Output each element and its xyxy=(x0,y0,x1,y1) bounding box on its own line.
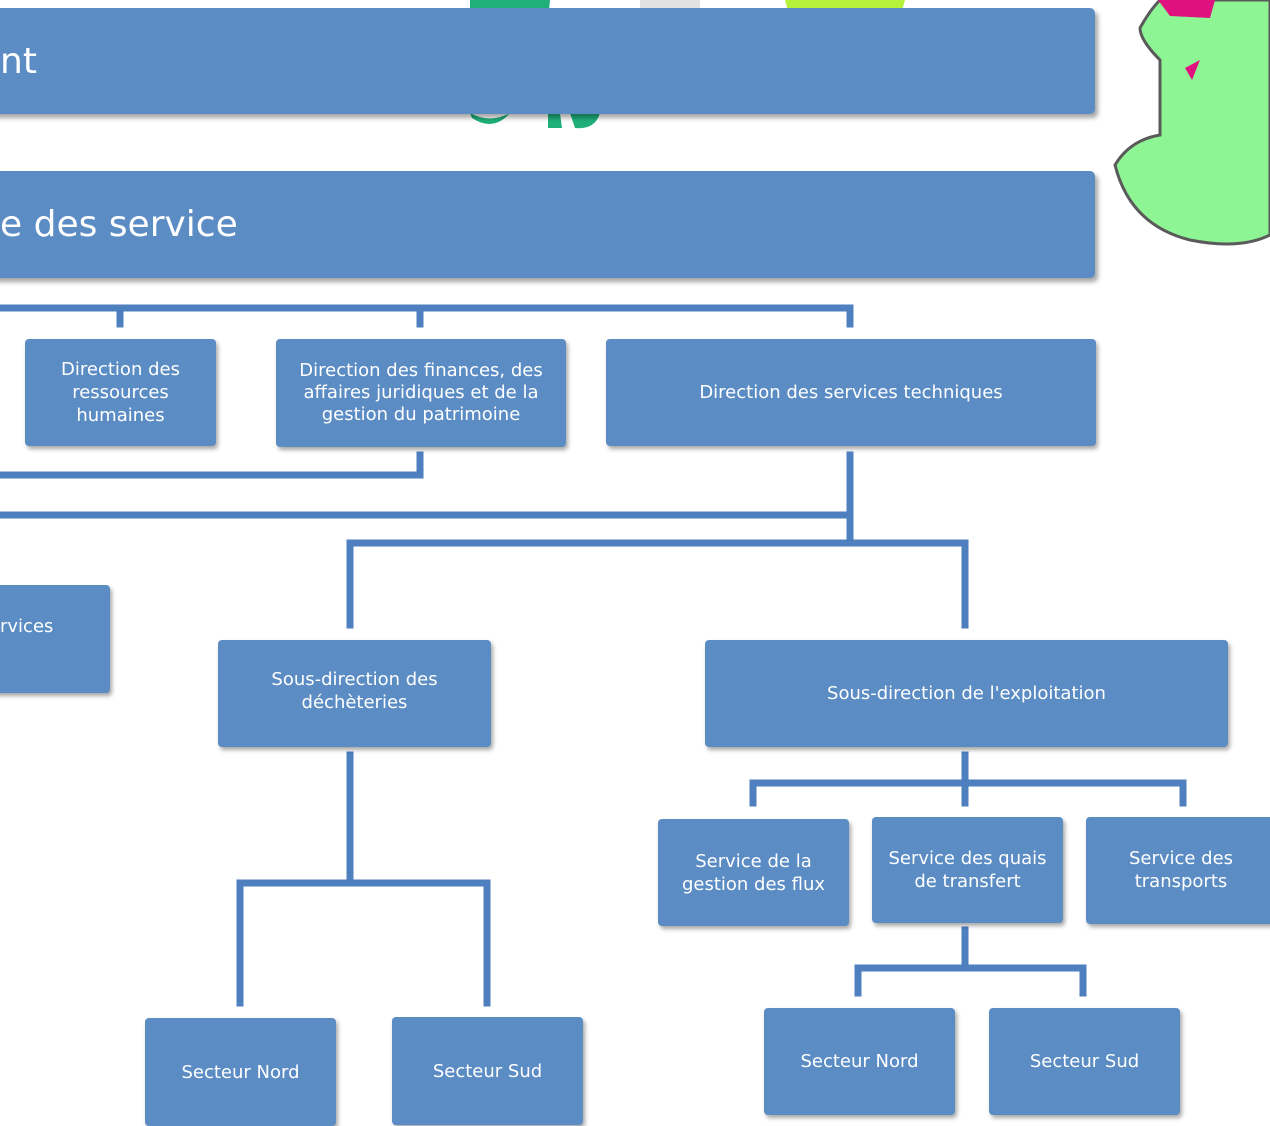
secteur-decheteries-nord-label: Secteur Nord xyxy=(181,1061,300,1083)
direction-techniques-label: Direction des services techniques xyxy=(699,382,1003,403)
box-secteur-quais-sud: Secteur Sud xyxy=(989,1008,1180,1115)
service-flux-label: Service de la gestion des flux xyxy=(681,850,826,895)
box-sous-direction-decheteries: Sous-direction des déchèteries xyxy=(218,640,491,747)
box-direction-rh: Direction des ressources humaines xyxy=(25,339,216,446)
box-direction-finances: Direction des finances, des affaires jur… xyxy=(276,339,566,447)
secteur-quais-nord-label: Secteur Nord xyxy=(800,1051,919,1072)
banner-top: nt xyxy=(0,8,1095,114)
mint-character xyxy=(1113,0,1270,246)
green-shape-2 xyxy=(470,113,510,124)
service-transports-label: Service des transports xyxy=(1128,848,1234,892)
pink-shape xyxy=(1158,0,1215,18)
box-secteur-decheteries-nord: Secteur Nord xyxy=(145,1018,336,1126)
direction-rh-label: Direction des ressources humaines xyxy=(61,359,180,426)
sous-direction-decheteries-label: Sous-direction des déchèteries xyxy=(271,669,438,713)
green-shape-3 xyxy=(548,113,562,128)
direction-partial-left-label: rvices xyxy=(0,616,54,637)
direction-finances-label: Direction des finances, des affaires jur… xyxy=(299,360,543,425)
box-secteur-decheteries-sud: Secteur Sud xyxy=(392,1017,583,1125)
secteur-decheteries-sud-label: Secteur Sud xyxy=(432,1060,543,1082)
connector-finances-loop xyxy=(0,451,424,479)
box-service-transports: Service des transports xyxy=(1086,817,1270,924)
banner-directorate-label: e des service xyxy=(0,204,238,245)
secteur-quais-sud-label: Secteur Sud xyxy=(1029,1051,1140,1072)
sous-direction-exploitation-label: Sous-direction de l'exploitation xyxy=(827,683,1106,704)
box-secteur-quais-nord: Secteur Nord xyxy=(764,1008,955,1115)
box-direction-partial-left: rvices xyxy=(0,585,110,693)
banner-directorate: e des service xyxy=(0,171,1095,278)
service-quais-label: Service des quais de transfert xyxy=(888,848,1047,892)
pink-shape-2 xyxy=(1185,60,1200,80)
box-service-quais: Service des quais de transfert xyxy=(872,817,1063,923)
banner-top-label: nt xyxy=(0,40,37,82)
green-shape-4 xyxy=(570,113,600,129)
box-service-flux: Service de la gestion des flux xyxy=(658,819,849,926)
box-direction-techniques: Direction des services techniques xyxy=(606,339,1096,446)
box-sous-direction-exploitation: Sous-direction de l'exploitation xyxy=(705,640,1228,747)
